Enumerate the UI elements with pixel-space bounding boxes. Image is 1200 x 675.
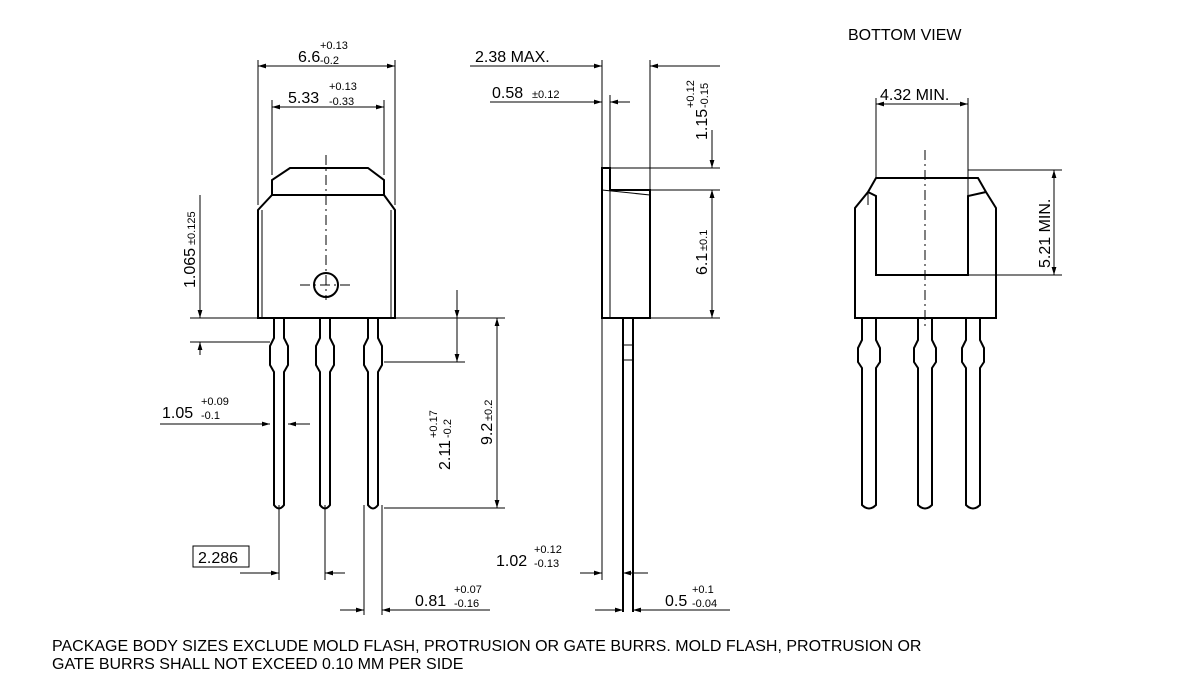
dim-lead-width: 1.05 +0.09 -0.1 bbox=[162, 396, 229, 422]
dim-side-lead-thick-value: 0.5 bbox=[665, 593, 687, 610]
dim-side-lead-thick-lower-tol: -0.04 bbox=[692, 598, 717, 610]
dim-pitch-value: 2.286 bbox=[198, 550, 238, 567]
side-view bbox=[470, 60, 730, 613]
dim-front-width-value: 6.6 bbox=[298, 49, 320, 66]
dim-front-height-tol: ±0.125 bbox=[186, 211, 198, 245]
dim-lead-length-value: 9.2 bbox=[479, 423, 496, 445]
dim-lead-thick: 0.81 +0.07 -0.16 bbox=[415, 584, 482, 610]
dim-bottom-height-value: 5.21 MIN. bbox=[1037, 199, 1054, 268]
dim-side-lead-thick: 0.5 +0.1 -0.04 bbox=[665, 584, 717, 610]
bottom-view-title: BOTTOM VIEW bbox=[848, 27, 962, 44]
bottom-view bbox=[854, 98, 1062, 510]
dim-side-top-value: 1.15 bbox=[694, 109, 711, 140]
dim-front-width: 6.6 +0.13 -0.2 bbox=[298, 40, 348, 67]
package-note: PACKAGE BODY SIZES EXCLUDE MOLD FLASH, P… bbox=[52, 638, 922, 673]
dim-bottom-width: 4.32 MIN. bbox=[880, 87, 949, 104]
dim-side-lead-bend-lower-tol: -0.13 bbox=[534, 558, 559, 570]
dim-front-width-lower-tol: -0.2 bbox=[320, 55, 339, 67]
dim-side-top-upper-tol: +0.12 bbox=[685, 80, 697, 108]
dim-side-top-lower-tol: -0.15 bbox=[699, 83, 711, 108]
dim-side-body: 6.1 ±0.1 bbox=[694, 230, 711, 275]
dim-side-flange: 0.58 ±0.12 bbox=[492, 85, 559, 102]
dim-side-max: 2.38 MAX. bbox=[475, 49, 550, 66]
dim-pitch: 2.286 bbox=[192, 545, 250, 568]
dim-stand-off-value: 2.11 bbox=[437, 440, 454, 470]
dim-side-body-value: 6.1 bbox=[694, 253, 711, 275]
dim-lead-length-tol: ±0.2 bbox=[483, 400, 495, 421]
dim-front-tab-width-lower-tol: -0.33 bbox=[329, 96, 354, 108]
front-view bbox=[160, 60, 505, 615]
dim-side-body-tol: ±0.1 bbox=[698, 230, 710, 251]
dim-stand-off-upper-tol: +0.17 bbox=[428, 410, 440, 438]
dim-front-width-upper-tol: +0.13 bbox=[320, 40, 348, 52]
dim-side-flange-value: 0.58 bbox=[492, 85, 523, 102]
front-lead-left bbox=[269, 318, 289, 510]
front-lead-center bbox=[315, 318, 335, 510]
dim-lead-width-value: 1.05 bbox=[162, 405, 193, 422]
dim-side-top: 1.15 +0.12 -0.15 bbox=[685, 80, 711, 140]
front-lead-right bbox=[363, 318, 383, 510]
dim-side-lead-bend-value: 1.02 bbox=[496, 553, 527, 570]
dim-lead-width-lower-tol: -0.1 bbox=[201, 410, 220, 422]
dim-side-lead-thick-upper-tol: +0.1 bbox=[692, 584, 714, 596]
dim-stand-off: 2.11 +0.17 -0.2 bbox=[428, 410, 454, 470]
dim-lead-thick-lower-tol: -0.16 bbox=[454, 598, 479, 610]
dim-lead-length: 9.2 ±0.2 bbox=[479, 400, 496, 445]
dim-lead-thick-upper-tol: +0.07 bbox=[454, 584, 482, 596]
dim-front-tab-width-value: 5.33 bbox=[288, 90, 319, 107]
dim-front-height-value: 1.065 bbox=[182, 248, 199, 288]
dim-stand-off-lower-tol: -0.2 bbox=[442, 419, 454, 438]
dim-side-lead-bend-upper-tol: +0.12 bbox=[534, 544, 562, 556]
dim-side-lead-bend: 1.02 +0.12 -0.13 bbox=[496, 544, 562, 570]
dim-front-height: 1.065 ±0.125 bbox=[182, 211, 199, 288]
dim-lead-width-upper-tol: +0.09 bbox=[201, 396, 229, 408]
dim-lead-thick-value: 0.81 bbox=[415, 593, 446, 610]
dim-front-tab-width: 5.33 +0.13 -0.33 bbox=[288, 81, 357, 108]
dim-side-flange-tol: ±0.12 bbox=[532, 89, 559, 101]
dim-front-tab-width-upper-tol: +0.13 bbox=[329, 81, 357, 93]
dim-bottom-height: 5.21 MIN. bbox=[1037, 199, 1054, 268]
